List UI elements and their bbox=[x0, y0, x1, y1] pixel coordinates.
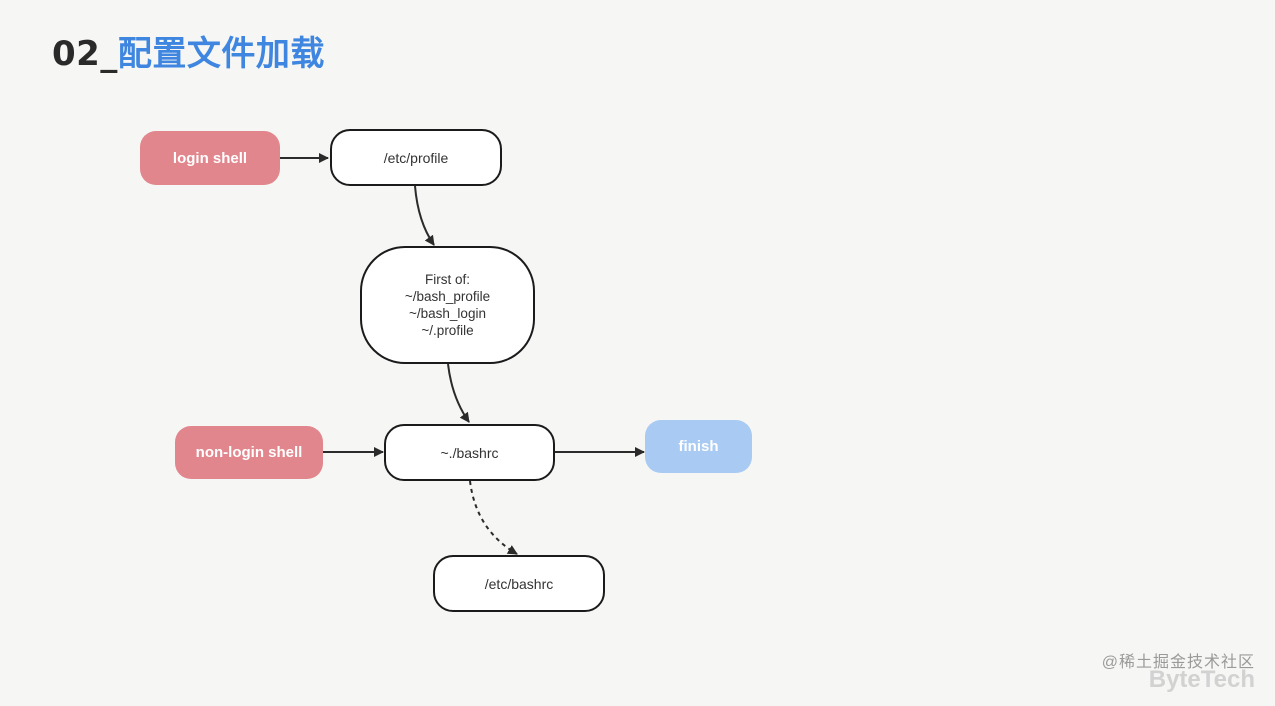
node-finish: finish bbox=[645, 420, 752, 473]
first-of-line: ~/bash_profile bbox=[404, 289, 491, 304]
node-bashrc-label: ~./bashrc bbox=[440, 444, 499, 461]
watermark: @稀土掘金技术社区 ByteTech bbox=[1102, 648, 1255, 694]
node-first-of: First of: ~/bash_profile ~/bash_login ~/… bbox=[360, 246, 535, 364]
first-of-line: ~/.profile bbox=[421, 323, 474, 338]
node-login-shell: login shell bbox=[140, 131, 280, 185]
watermark-cn: @稀土掘金技术社区 bbox=[1101, 654, 1255, 671]
edge-profile-to-firstof bbox=[414, 185, 435, 246]
title-text: 配置文件加载 bbox=[117, 34, 325, 74]
node-finish-label: finish bbox=[678, 438, 719, 455]
edge-firstof-to-bashrc bbox=[447, 363, 470, 423]
node-etc-bashrc: /etc/bashrc bbox=[433, 555, 605, 612]
node-bashrc: ~./bashrc bbox=[384, 424, 555, 481]
title-number: 02_ bbox=[52, 34, 118, 74]
page-title: 02_配置文件加载 bbox=[52, 26, 325, 75]
node-non-login-shell-label: non-login shell bbox=[195, 444, 303, 461]
node-etc-profile-label: /etc/profile bbox=[383, 149, 449, 166]
first-of-line: ~/bash_login bbox=[409, 306, 486, 321]
edge-bashrc-to-etcbashrc bbox=[469, 480, 518, 555]
node-etc-bashrc-label: /etc/bashrc bbox=[484, 575, 554, 592]
watermark-en: ByteTech bbox=[1148, 666, 1255, 693]
first-of-line: First of: bbox=[424, 272, 470, 287]
node-etc-profile: /etc/profile bbox=[330, 129, 502, 186]
node-login-shell-label: login shell bbox=[172, 149, 248, 167]
node-non-login-shell: non-login shell bbox=[175, 426, 323, 479]
